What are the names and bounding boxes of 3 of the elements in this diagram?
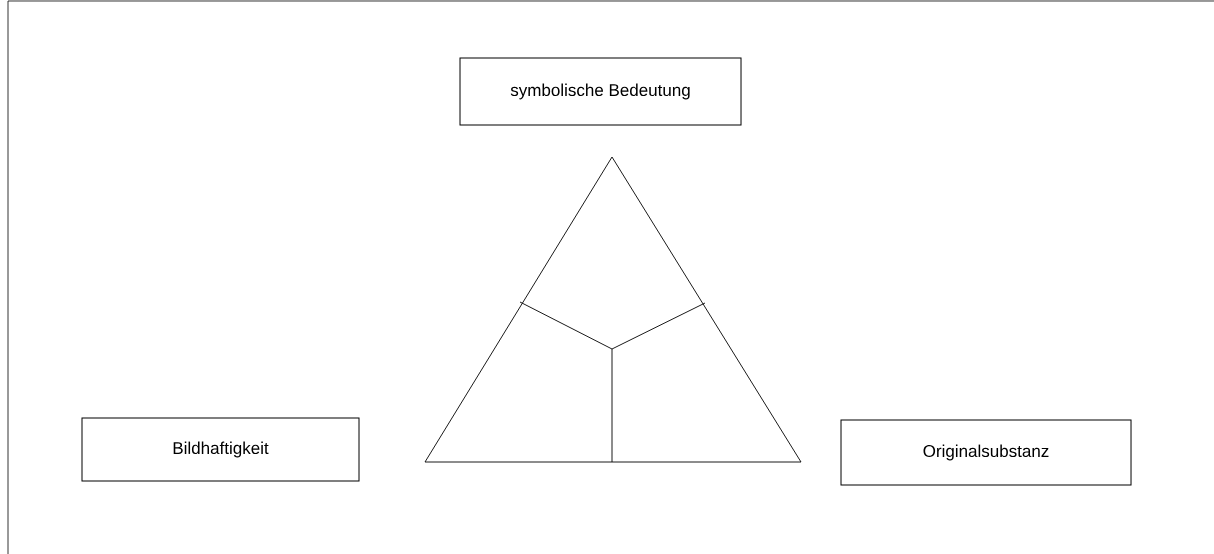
label-box: symbolische Bedeutung xyxy=(459,57,742,126)
label-box: Originalsubstanz xyxy=(840,419,1132,486)
label-box: Bildhaftigkeit xyxy=(81,417,360,482)
